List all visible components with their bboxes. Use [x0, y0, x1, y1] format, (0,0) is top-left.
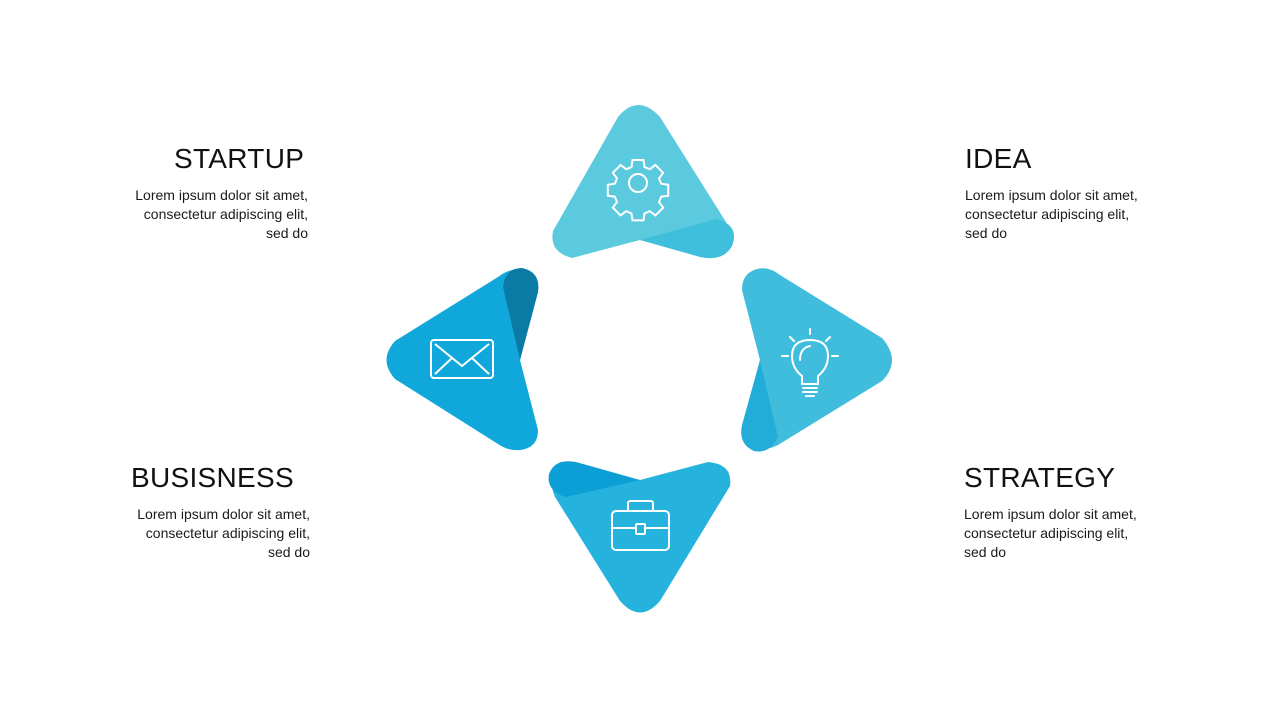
business-description: Lorem ipsum dolor sit amet, consectetur …: [137, 506, 310, 560]
strategy-triangle: [551, 462, 731, 613]
business-fold: [503, 268, 539, 360]
strategy-arrow-shape: [548, 461, 731, 613]
business-triangle: [386, 269, 538, 451]
startup-title: STARTUP: [174, 143, 305, 174]
idea-fold: [741, 360, 778, 452]
strategy-title: STRATEGY: [964, 462, 1116, 493]
idea-title: IDEA: [965, 143, 1032, 174]
strategy-description: Lorem ipsum dolor sit amet, consectetur …: [964, 506, 1137, 560]
lightbulb-icon: [781, 328, 839, 397]
gear-icon: [606, 159, 670, 222]
envelope-icon: [430, 339, 494, 379]
idea-arrow-shape: [741, 268, 892, 452]
startup-fold: [640, 219, 734, 259]
strategy-fold: [548, 461, 640, 497]
idea-triangle: [742, 268, 892, 449]
briefcase-icon: [611, 500, 670, 551]
startup-triangle: [552, 105, 731, 258]
business-arrow-shape: [386, 268, 539, 451]
business-title: BUSISNESS: [131, 462, 294, 493]
idea-description: Lorem ipsum dolor sit amet, consectetur …: [965, 187, 1138, 241]
startup-description: Lorem ipsum dolor sit amet, consectetur …: [135, 187, 308, 241]
startup-arrow-shape: [552, 105, 734, 259]
